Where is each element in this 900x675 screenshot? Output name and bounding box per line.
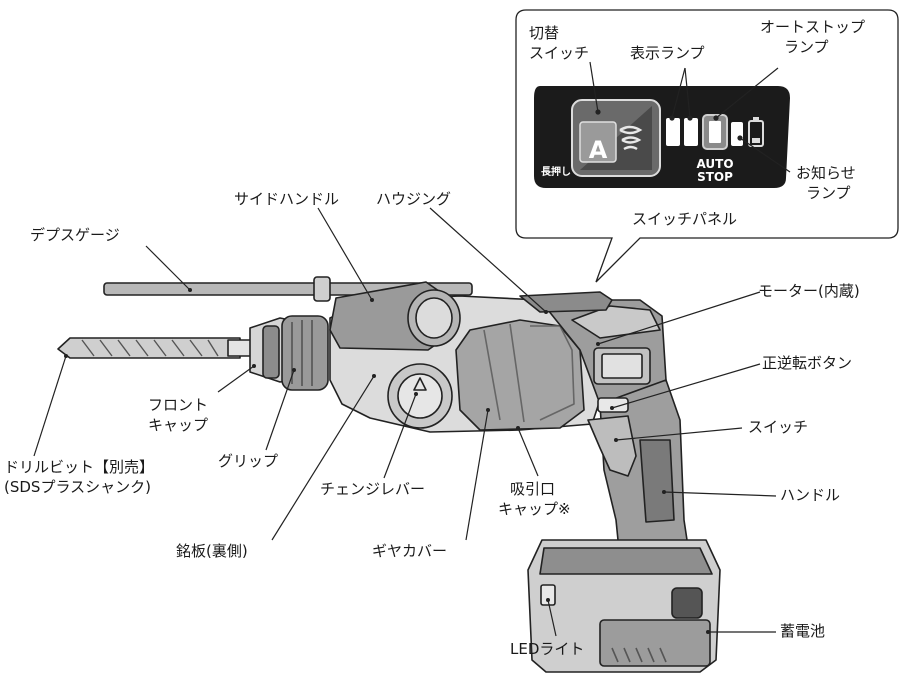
front-cap-label-1: フロント [148, 396, 209, 414]
depth-gauge-label: デプスゲージ [30, 226, 120, 244]
side-handle-label: サイドハンドル [234, 190, 340, 208]
forward-reverse-button [597, 397, 629, 413]
switch-label-2: スイッチ [529, 44, 590, 62]
forward-reverse-label: 正逆転ボタン [762, 354, 853, 372]
switch-label: スイッチ [748, 418, 809, 436]
suction-cap-label-1: 吸引口 [510, 480, 556, 498]
housing-top [519, 291, 613, 313]
auto-text: AUTO [696, 157, 733, 171]
drill-bit-label-1: ドリルビット【別売】 [4, 458, 155, 476]
handle-label: ハンドル [780, 486, 841, 504]
long-press-label: 長押し [541, 165, 571, 178]
mode-letter: A [589, 136, 608, 164]
drill-body [57, 276, 721, 673]
led-light [540, 584, 556, 606]
display-lamp-1 [666, 118, 680, 146]
stop-text: STOP [697, 170, 733, 184]
notice-label-2: ランプ [806, 184, 851, 202]
suction-cap-label-2: キャップ※ [498, 500, 571, 518]
battery-latch [671, 587, 703, 619]
battery-label: 蓄電池 [780, 622, 826, 640]
display-lamp-2 [684, 118, 698, 146]
chuck-grip [281, 315, 329, 391]
front-cap-label-2: キャップ [148, 416, 209, 434]
panel-leader-lines [589, 61, 791, 173]
trigger-switch [587, 415, 637, 477]
change-lever-label: チェンジレバー [320, 480, 426, 498]
grip-label: グリップ [218, 452, 279, 470]
nameplate-label: 銘板(裏側) [176, 542, 248, 560]
autostop-label-1: オートストップ [760, 18, 866, 36]
leader-dots [64, 288, 710, 634]
switch-panel-title: スイッチパネル [632, 210, 738, 228]
gear-cover-label: ギヤカバー [372, 542, 448, 560]
led-light-label: LEDライト [510, 640, 585, 658]
leader-lines [33, 207, 777, 637]
gear-cover [455, 319, 585, 431]
display-lamp-label: 表示ランプ [630, 44, 705, 62]
notice-lamp [731, 122, 743, 146]
motor-label: モーター(内蔵) [758, 282, 860, 300]
autostop-label-2: ランプ [784, 38, 829, 56]
notice-label-1: お知らせ [796, 164, 856, 182]
housing-label: ハウジング [376, 190, 452, 208]
drill-bit-label-2: (SDSプラスシャンク) [4, 478, 151, 496]
switch-label-1: 切替 [529, 24, 560, 42]
